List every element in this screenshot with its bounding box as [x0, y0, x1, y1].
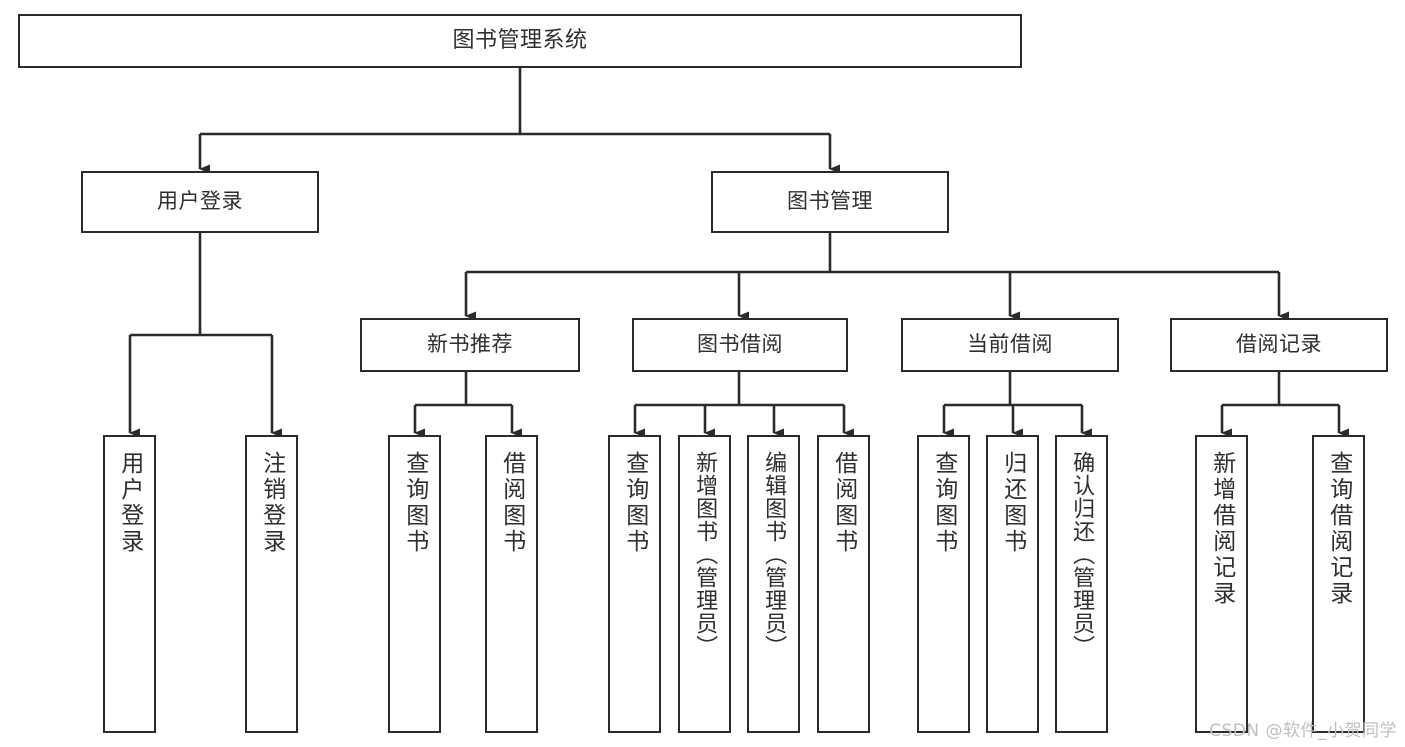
node-leaf-borrow-book-1[interactable]: 借阅图书: [485, 435, 538, 733]
node-leaf-query-record[interactable]: 查询借阅记录: [1312, 435, 1365, 733]
node-book-borrow-label: 图书借阅: [697, 332, 783, 357]
node-leaf-query-book-3-label: 查询图书: [930, 451, 957, 555]
node-leaf-query-book-2[interactable]: 查询图书: [608, 435, 661, 733]
node-leaf-add-record-label: 新增借阅记录: [1208, 451, 1235, 607]
node-user-login-label: 用户登录: [157, 189, 243, 214]
node-leaf-add-record[interactable]: 新增借阅记录: [1195, 435, 1248, 733]
watermark: CSDN @软件_小贺同学: [1209, 721, 1397, 741]
node-borrow-record-label: 借阅记录: [1236, 332, 1322, 357]
node-leaf-confirm-return[interactable]: 确认归还（管理员）: [1055, 435, 1108, 733]
node-new-book-recommend[interactable]: 新书推荐: [360, 318, 580, 372]
node-leaf-query-book-1-label: 查询图书: [401, 451, 428, 555]
node-leaf-borrow-book-1-label: 借阅图书: [498, 451, 525, 555]
node-leaf-return-book-label: 归还图书: [999, 451, 1026, 555]
node-current-borrow[interactable]: 当前借阅: [901, 318, 1119, 372]
node-new-book-recommend-label: 新书推荐: [427, 332, 513, 357]
node-leaf-return-book[interactable]: 归还图书: [986, 435, 1039, 733]
node-leaf-user-logout[interactable]: 注销登录: [245, 435, 298, 733]
node-leaf-user-login[interactable]: 用户登录: [103, 435, 156, 733]
node-book-manage[interactable]: 图书管理: [711, 171, 949, 233]
node-leaf-query-record-label: 查询借阅记录: [1325, 451, 1352, 607]
node-leaf-edit-book-label: 编辑图书（管理员）: [761, 451, 787, 658]
node-leaf-add-book-label: 新增图书（管理员）: [692, 451, 718, 658]
node-leaf-query-book-2-label: 查询图书: [621, 451, 648, 555]
node-leaf-add-book[interactable]: 新增图书（管理员）: [678, 435, 731, 733]
node-leaf-query-book-1[interactable]: 查询图书: [388, 435, 441, 733]
node-leaf-edit-book[interactable]: 编辑图书（管理员）: [747, 435, 800, 733]
node-leaf-user-login-label: 用户登录: [116, 451, 143, 555]
node-leaf-borrow-book-2[interactable]: 借阅图书: [817, 435, 870, 733]
node-user-login[interactable]: 用户登录: [81, 171, 319, 233]
node-current-borrow-label: 当前借阅: [967, 332, 1053, 357]
node-book-manage-label: 图书管理: [787, 189, 873, 214]
node-book-borrow[interactable]: 图书借阅: [632, 318, 848, 372]
node-leaf-borrow-book-2-label: 借阅图书: [830, 451, 857, 555]
node-leaf-user-logout-label: 注销登录: [258, 451, 285, 555]
node-borrow-record[interactable]: 借阅记录: [1170, 318, 1388, 372]
node-root-label: 图书管理系统: [452, 27, 588, 53]
node-root[interactable]: 图书管理系统: [18, 14, 1022, 68]
node-leaf-confirm-return-label: 确认归还（管理员）: [1069, 451, 1095, 658]
node-leaf-query-book-3[interactable]: 查询图书: [917, 435, 970, 733]
